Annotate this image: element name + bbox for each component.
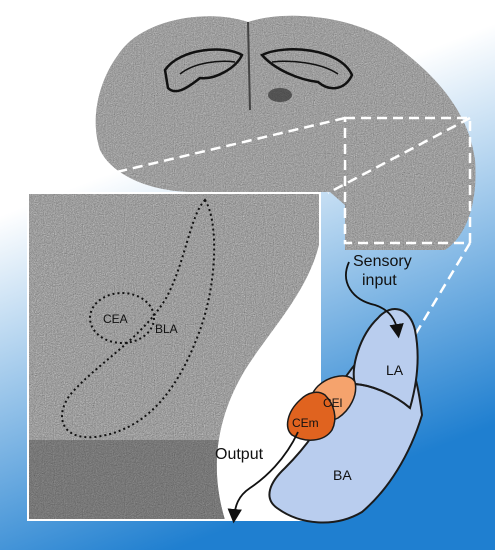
cea-region-outline [89, 292, 155, 344]
sensory-input-arrow [345, 261, 404, 339]
hippocampus-right [259, 48, 354, 90]
bla-region-outline [61, 198, 216, 439]
la-label: LA [386, 362, 404, 378]
bla-label: BLA [155, 322, 178, 336]
ba-label: BA [333, 467, 352, 483]
projection-line-top-left [27, 116, 346, 195]
output-label: Output [215, 446, 264, 463]
la-ba-border [354, 383, 411, 409]
cea-label: CEA [103, 312, 128, 326]
output-arrow [227, 431, 299, 524]
zoom-region-box [343, 116, 472, 245]
sensory-input-label-line2: input [362, 272, 397, 289]
projection-line-top-right [327, 116, 471, 195]
cem-nucleus [286, 391, 336, 441]
sensory-input-label-line1: Sensory [353, 253, 412, 270]
hippocampus-left [163, 48, 244, 93]
cel-label: CEl [323, 396, 342, 410]
projection-line-bottom-right [413, 242, 472, 336]
cem-label: CEm [292, 416, 319, 430]
